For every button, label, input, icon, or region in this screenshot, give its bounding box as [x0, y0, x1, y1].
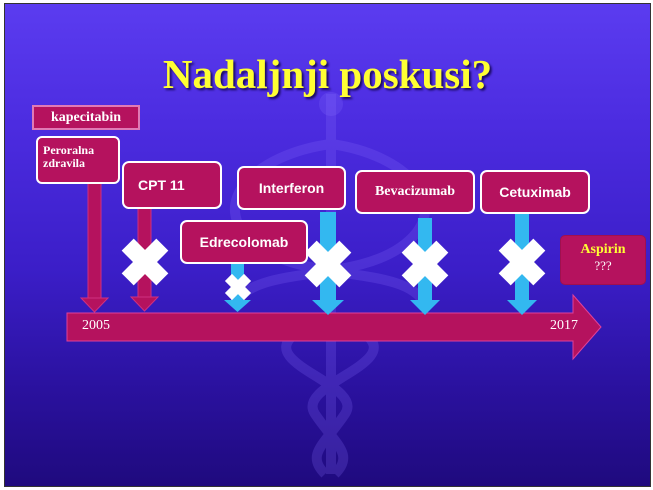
cetuximab-label: Cetuximab — [499, 184, 571, 200]
timeline-end-year: 2017 — [550, 318, 578, 333]
edrecolomab-label: Edrecolomab — [199, 234, 289, 250]
peroralna-line1: Peroralna — [43, 143, 95, 157]
cross-mark-icon-interferon — [304, 240, 352, 288]
presentation-slide: Nadaljnji poskusi? 2005 2017 — [4, 3, 651, 487]
bevacizumab-box: Bevacizumab — [355, 170, 475, 214]
edrecolomab-box: Edrecolomab — [180, 220, 308, 264]
interferon-box: Interferon — [237, 166, 346, 210]
bevacizumab-label: Bevacizumab — [374, 184, 456, 199]
cross-mark-icon-bevacizumab — [401, 240, 449, 288]
timeline-arrow — [66, 293, 602, 361]
arrows-layer — [79, 181, 546, 315]
kapecitabin-label: kapecitabin — [32, 105, 140, 130]
aspirin-note: ??? — [594, 258, 612, 273]
aspirin-label: Aspirin — [580, 242, 626, 257]
cross-mark-icon-cetuximab — [498, 238, 546, 286]
arrow-down-icon-peroralna — [79, 181, 110, 313]
peroralna-line2: zdravila — [43, 156, 85, 170]
interferon-label: Interferon — [258, 180, 325, 196]
cpt11-label: CPT 11 — [138, 177, 185, 193]
timeline-start-year: 2005 — [82, 318, 110, 333]
cpt11-box: CPT 11 — [122, 161, 222, 209]
slide-title: Nadaljnji poskusi? — [162, 51, 493, 97]
aspirin-box: Aspirin ??? — [560, 235, 646, 285]
cross-mark-icon-cpt11 — [121, 238, 169, 286]
peroralna-zdravila-box: Peroralna zdravila — [36, 136, 120, 184]
cetuximab-box: Cetuximab — [480, 170, 590, 214]
cross-mark-icon-edrecolomab — [224, 273, 252, 301]
